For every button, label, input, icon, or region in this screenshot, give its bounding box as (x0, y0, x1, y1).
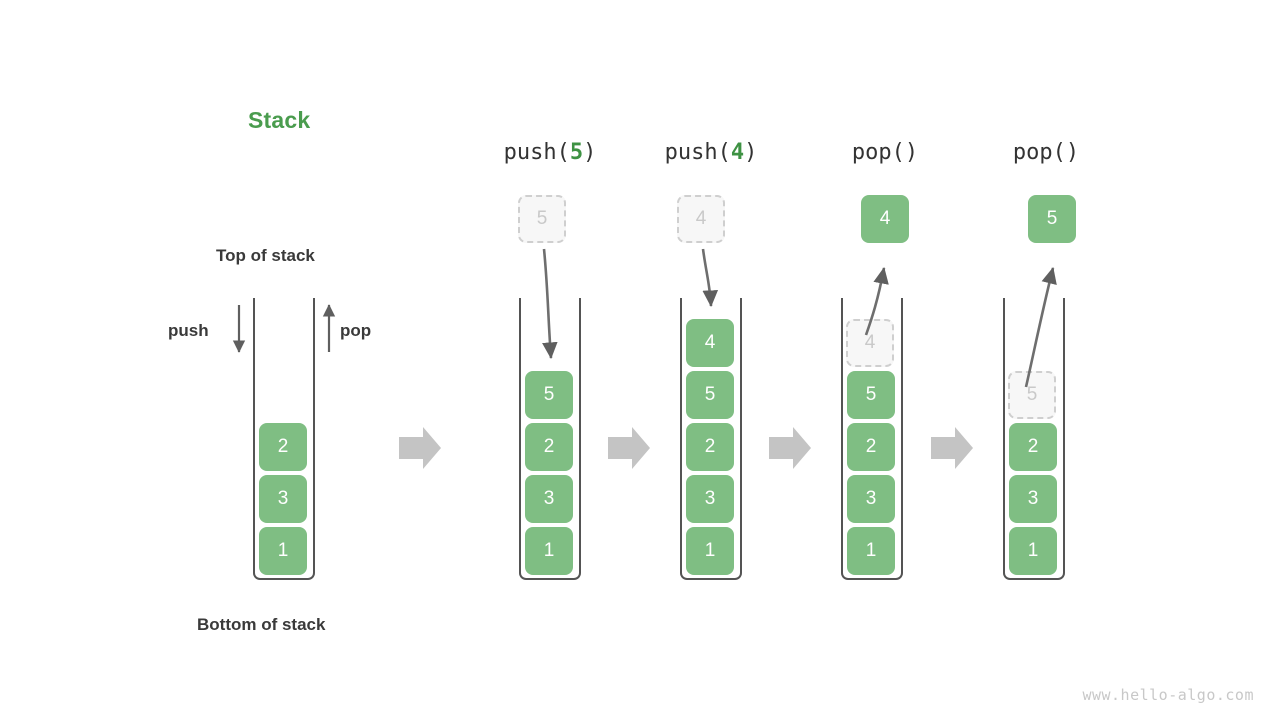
stack-block: 2 (1009, 423, 1057, 471)
stack-block: 1 (1009, 527, 1057, 575)
stack-block: 2 (259, 423, 307, 471)
stack-block: 1 (686, 527, 734, 575)
stack-block: 5 (686, 371, 734, 419)
stack-container (519, 298, 581, 580)
removed-ghost-block: 4 (846, 319, 894, 367)
popped-block: 4 (861, 195, 909, 243)
stack-block: 3 (847, 475, 895, 523)
caption-push-5: push(5) (503, 140, 597, 165)
stack-block: 3 (259, 475, 307, 523)
step-separator-arrow-icon (399, 427, 441, 469)
top-of-stack-label: Top of stack (216, 246, 315, 265)
stack-block: 3 (1009, 475, 1057, 523)
stack-block: 2 (847, 423, 895, 471)
page-title: Stack (248, 107, 311, 133)
stack-container (1003, 298, 1065, 580)
bottom-of-stack-label: Bottom of stack (197, 615, 326, 634)
caption-pop-1: pop() (851, 140, 919, 165)
stack-block: 2 (686, 423, 734, 471)
pop-label: pop (340, 321, 372, 340)
stack-block: 3 (686, 475, 734, 523)
incoming-ghost-block: 5 (518, 195, 566, 243)
stack-block: 5 (525, 371, 573, 419)
stack-block: 3 (525, 475, 573, 523)
caption-push-4: push(4) (664, 140, 758, 165)
stack-block: 1 (847, 527, 895, 575)
step-separator-arrow-icon (769, 427, 811, 469)
step-separator-arrow-icon (931, 427, 973, 469)
stack-container (841, 298, 903, 580)
stack-block: 1 (259, 527, 307, 575)
popped-block: 5 (1028, 195, 1076, 243)
push-label: push (168, 321, 209, 340)
incoming-ghost-block: 4 (677, 195, 725, 243)
removed-ghost-block: 5 (1008, 371, 1056, 419)
step-separator-arrow-icon (608, 427, 650, 469)
stack-container (253, 298, 315, 580)
stack-block: 2 (525, 423, 573, 471)
stack-block: 1 (525, 527, 573, 575)
watermark: www.hello-algo.com (1082, 686, 1254, 704)
stack-block: 5 (847, 371, 895, 419)
stack-container (680, 298, 742, 580)
stack-block: 4 (686, 319, 734, 367)
caption-pop-2: pop() (1012, 140, 1080, 165)
